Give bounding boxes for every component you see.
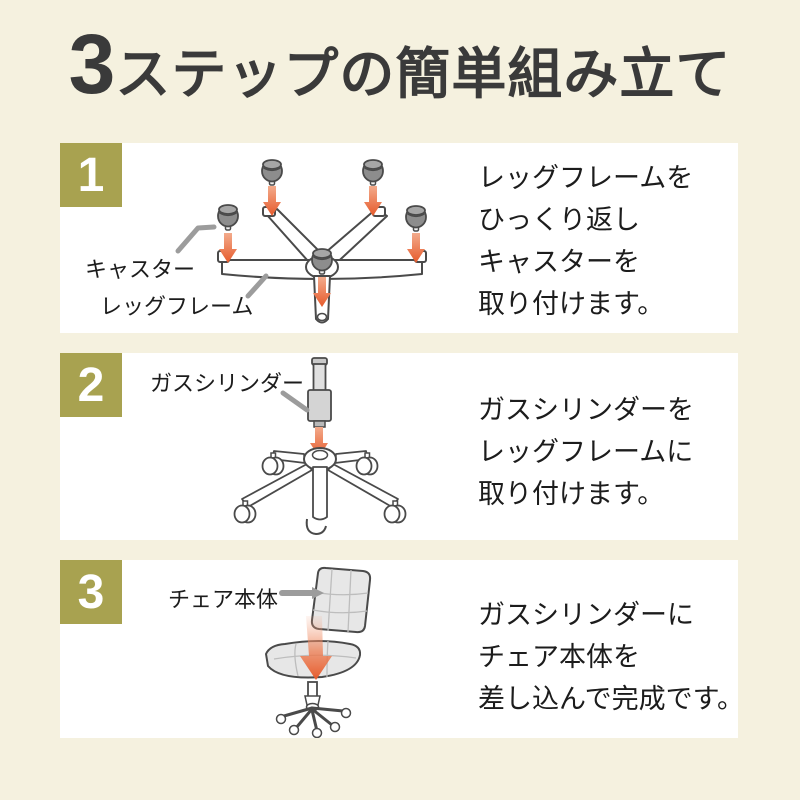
pointer-line xyxy=(175,224,217,254)
caster-icon xyxy=(217,204,239,231)
step-2-number-badge: 2 xyxy=(60,353,122,417)
description-line: チェア本体を xyxy=(478,642,640,672)
step-3-diagram xyxy=(265,566,372,738)
description-line: ガスシリンダーを xyxy=(478,395,694,425)
pointer-line xyxy=(280,390,310,413)
gas-cylinder-shape xyxy=(307,357,332,428)
step-1-number-badge: 1 xyxy=(60,143,122,207)
caster-icon xyxy=(362,159,384,186)
step-2-card: 2 ガスシリンダー ガスシリンダーを レッグフレ xyxy=(60,353,738,540)
leg-frame-label: レッグフレーム xyxy=(100,294,254,319)
chair-base-shape xyxy=(275,681,352,738)
step-3-description: ガスシリンダーに チェア本体を 差し込んで完成です。 xyxy=(478,594,744,720)
down-arrow-icon xyxy=(300,616,332,680)
chair-body-label: チェア本体 xyxy=(168,587,279,612)
title-number: 3 xyxy=(68,17,116,111)
page-title: 3ステップの簡単組み立て xyxy=(0,22,800,106)
description-line: レッグフレームに xyxy=(478,437,694,467)
description-line: レッグフレームを xyxy=(478,163,694,193)
description-line: 取り付けます。 xyxy=(478,479,665,509)
title-text: ステップの簡単組み立て xyxy=(115,43,732,105)
description-line: キャスターを xyxy=(478,247,640,277)
caster-icon xyxy=(261,159,283,186)
step-2-diagram xyxy=(233,357,407,535)
description-line: ひっくり返し xyxy=(478,205,640,235)
step-1-card: 1 キャスター レッグフレーム xyxy=(60,143,738,333)
caster-label: キャスター xyxy=(85,257,196,282)
step-2-description: ガスシリンダーを レッグフレームに 取り付けます。 xyxy=(478,389,694,515)
description-line: 取り付けます。 xyxy=(478,289,665,319)
pointer-line xyxy=(245,273,269,299)
caster-icon xyxy=(405,205,427,232)
step-1-description: レッグフレームを ひっくり返し キャスターを 取り付けます。 xyxy=(478,157,693,325)
step-3-card: 3 xyxy=(60,560,744,738)
description-line: ガスシリンダーに xyxy=(478,600,694,630)
gas-cylinder-label: ガスシリンダー xyxy=(150,371,305,396)
description-line: 差し込んで完成です。 xyxy=(478,684,744,714)
step-1-diagram xyxy=(175,159,427,324)
step-3-number-badge: 3 xyxy=(60,560,122,624)
pointer-line xyxy=(279,587,324,599)
